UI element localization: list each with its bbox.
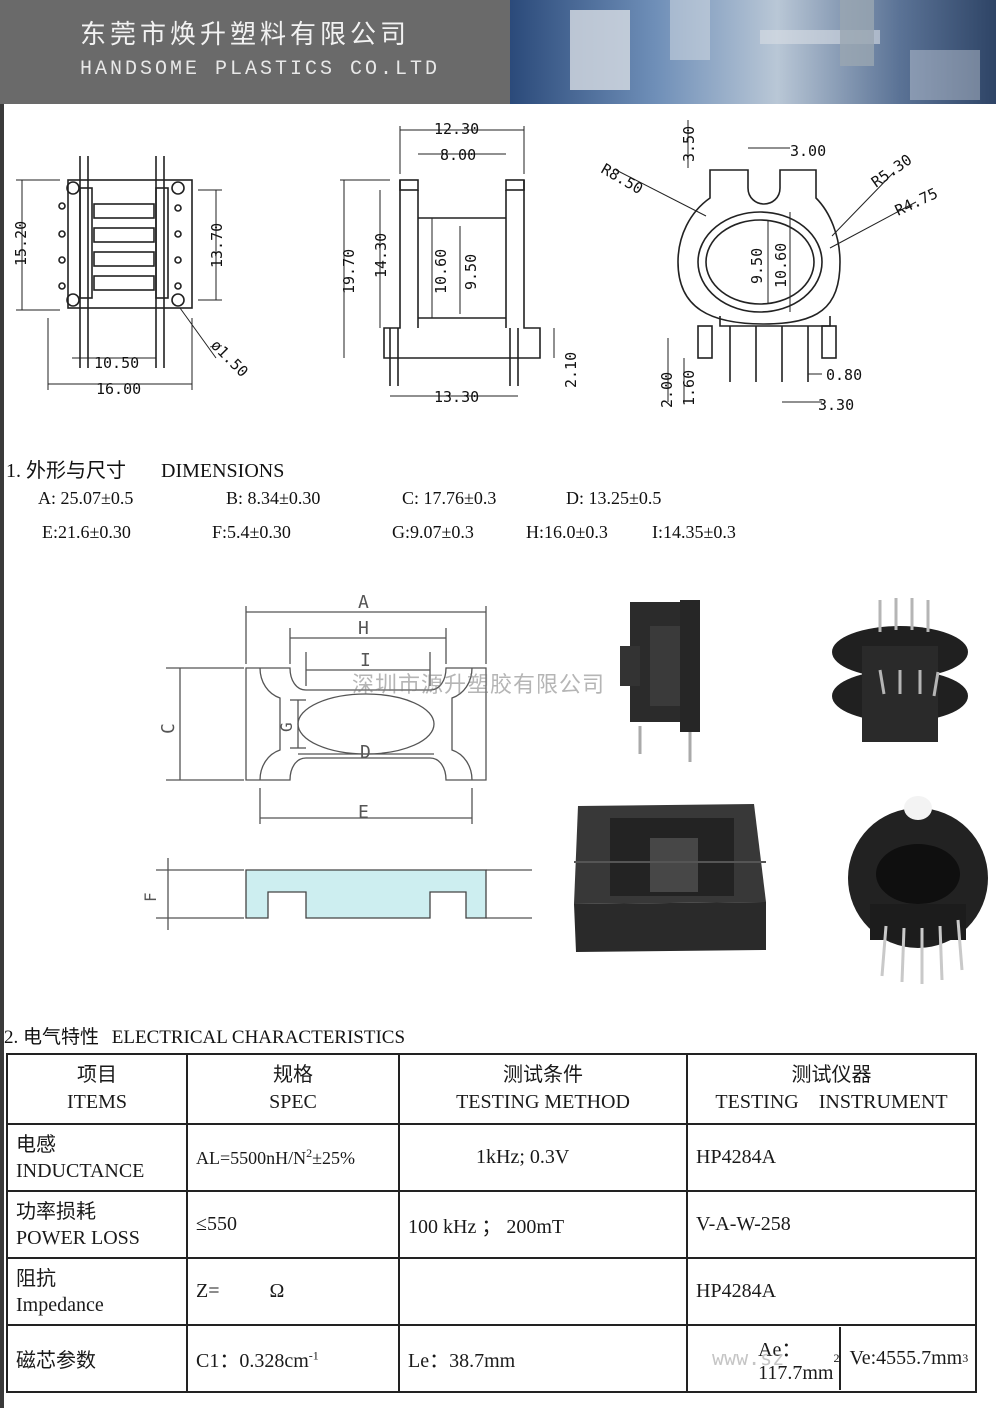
dim-0-80: 0.80 bbox=[826, 366, 862, 384]
dim-i: I:14.35±0.3 bbox=[652, 522, 736, 542]
dim-r5-30: R5.30 bbox=[868, 151, 915, 192]
dim-g: G:9.07±0.3 bbox=[392, 522, 474, 542]
dim-e: E:21.6±0.30 bbox=[42, 522, 131, 542]
cell-core-le: Le：38.7mm bbox=[398, 1324, 688, 1393]
cell-spec-impedance: Z= Ω bbox=[186, 1257, 400, 1326]
dim-10-60: 10.60 bbox=[432, 249, 450, 294]
core-label-g: G bbox=[277, 722, 296, 732]
header-banner: 东莞市焕升塑料有限公司 HANDSOME PLASTICS CO.LTD bbox=[0, 0, 996, 104]
dim-d: D: 13.25±0.5 bbox=[566, 488, 662, 508]
cell-instrument-impedance: HP4284A bbox=[686, 1257, 977, 1326]
dim-16-00: 16.00 bbox=[96, 380, 141, 398]
company-name-cn: 东莞市焕升塑料有限公司 bbox=[80, 20, 411, 50]
section-dimensions-en: DIMENSIONS bbox=[161, 460, 285, 482]
watermark-company: 深圳市源升塑胶有限公司 bbox=[352, 673, 606, 698]
core-dimension-drawing: A H I C G D E F bbox=[140, 588, 550, 948]
section-electrical-en: ELECTRICAL CHARACTERISTICS bbox=[111, 1027, 406, 1048]
dim-h: H:16.0±0.3 bbox=[526, 522, 608, 542]
core-label-a: A bbox=[358, 592, 369, 613]
drawing-front-view: 12.30 8.00 19.70 14.30 10.60 9.50 13.30 … bbox=[330, 118, 590, 410]
cell-core-c1: C1：0.328cm-1 bbox=[186, 1324, 400, 1393]
drawing-top-view: 3.50 3.00 R8.50 R5.30 R4.75 9.50 10.60 2… bbox=[594, 112, 954, 422]
cell-method-impedance bbox=[398, 1257, 688, 1326]
dim-10-50: 10.50 bbox=[94, 354, 139, 372]
dim-15-20: 15.20 bbox=[12, 221, 30, 266]
cell-instrument-power-loss: V-A-W-258 bbox=[686, 1190, 977, 1259]
photo-bobbin-pins bbox=[832, 598, 968, 742]
dims-row-2: E:21.6±0.30 F:5.4±0.30 G:9.07±0.3 H:16.0… bbox=[0, 522, 996, 548]
dim-10-60-top: 10.60 bbox=[772, 243, 790, 288]
dim-14-30: 14.30 bbox=[372, 233, 390, 278]
product-photos bbox=[570, 586, 996, 1014]
cell-spec-power-loss: ≤550 bbox=[186, 1190, 400, 1259]
cell-method-inductance: 1kHz; 0.3V bbox=[398, 1123, 688, 1192]
core-label-c: C bbox=[158, 723, 179, 734]
dim-2-10: 2.10 bbox=[562, 352, 580, 388]
banner-photo bbox=[510, 0, 996, 104]
cell-method-power-loss: 100 kHz ； 200mT bbox=[398, 1190, 688, 1259]
dim-f: F:5.4±0.30 bbox=[212, 522, 291, 542]
dim-13-70: 13.70 bbox=[208, 223, 226, 268]
watermark-url: www.sz bbox=[712, 1346, 785, 1370]
dim-r4-75: R4.75 bbox=[892, 184, 941, 219]
dim-a: A: 25.07±0.5 bbox=[38, 488, 134, 508]
dim-9-50: 9.50 bbox=[462, 254, 480, 290]
core-label-h: H bbox=[358, 618, 369, 639]
dim-8-00: 8.00 bbox=[440, 146, 476, 164]
section-electrical-cn: 2. 电气特性 bbox=[4, 1027, 100, 1048]
drawing-side-view: 15.20 13.70 10.50 16.00 ø1.50 bbox=[8, 118, 258, 408]
photo-ferrite-core bbox=[574, 804, 766, 952]
cell-item-core-params: 磁芯参数 bbox=[6, 1324, 188, 1393]
core-label-e: E bbox=[358, 802, 369, 823]
core-label-d: D bbox=[360, 742, 371, 763]
core-label-f: F bbox=[141, 892, 160, 902]
section-electrical-title: 2. 电气特性 ELECTRICAL CHARACTERISTICS bbox=[4, 1022, 405, 1049]
dim-1-60: 1.60 bbox=[680, 370, 698, 406]
company-name-en: HANDSOME PLASTICS CO.LTD bbox=[80, 58, 441, 81]
photo-bobbin-pins-down bbox=[848, 796, 988, 984]
core-label-i: I bbox=[360, 650, 371, 671]
dim-12-30: 12.30 bbox=[434, 120, 479, 138]
dim-3-00: 3.00 bbox=[790, 142, 826, 160]
dims-row-1: A: 25.07±0.5 B: 8.34±0.30 C: 17.76±0.3 D… bbox=[0, 488, 996, 514]
photo-bobbin-vertical bbox=[620, 600, 700, 762]
dim-9-50-top: 9.50 bbox=[748, 248, 766, 284]
section-dimensions-title: 1. 外形与尺寸 DIMENSIONS bbox=[6, 454, 284, 483]
dim-2-00: 2.00 bbox=[658, 372, 676, 408]
left-border bbox=[0, 104, 4, 1408]
dim-13-30: 13.30 bbox=[434, 388, 479, 406]
dim-r8-50: R8.50 bbox=[598, 160, 646, 198]
banner-text-panel: 东莞市焕升塑料有限公司 HANDSOME PLASTICS CO.LTD bbox=[0, 0, 510, 104]
dim-b: B: 8.34±0.30 bbox=[226, 488, 321, 508]
dim-3-30: 3.30 bbox=[818, 396, 854, 414]
dim-19-70: 19.70 bbox=[340, 249, 358, 294]
cell-instrument-inductance: HP4284A bbox=[686, 1123, 977, 1192]
section-dimensions-cn: 1. 外形与尺寸 bbox=[6, 460, 126, 482]
dim-3-50: 3.50 bbox=[680, 126, 698, 162]
dim-c: C: 17.76±0.3 bbox=[402, 488, 497, 508]
cell-spec-inductance: AL=5500nH/N2±25% bbox=[186, 1123, 400, 1192]
dim-dia-1-50: ø1.50 bbox=[207, 336, 252, 381]
